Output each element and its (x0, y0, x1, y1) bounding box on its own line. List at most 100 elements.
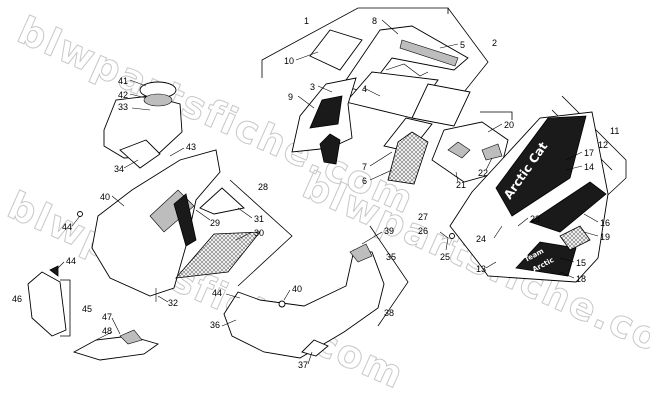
callout-4: 4 (362, 84, 367, 94)
side-panel-decal (495, 115, 587, 217)
leader-9 (297, 95, 315, 109)
hood-duct (319, 133, 341, 165)
leader-23 (517, 217, 529, 227)
nose-pan (223, 249, 385, 359)
leader-14 (565, 165, 583, 171)
callout-42: 42 (118, 90, 128, 100)
callout-20: 20 (504, 120, 514, 130)
callout-23: 23 (530, 214, 540, 224)
callout-26: 26 (418, 226, 428, 236)
leader-33 (131, 107, 151, 111)
leader-32 (157, 295, 169, 303)
callout-31: 31 (254, 214, 264, 224)
nose-pan-assembly (223, 225, 409, 359)
leader-47 (111, 317, 121, 335)
dash-mesh-panel (387, 131, 429, 185)
callout-8: 8 (372, 16, 377, 26)
callout-35: 35 (386, 252, 396, 262)
intake-duct (119, 139, 161, 169)
callout-15: 15 (576, 258, 586, 268)
callout-17: 17 (584, 148, 594, 158)
leader-44a (71, 215, 81, 227)
leader-20 (487, 123, 503, 133)
lower-deflector (72, 335, 160, 361)
side-vent-mesh (559, 225, 591, 251)
bracket-35 (369, 225, 409, 327)
pod-switch (481, 143, 503, 161)
leader-41 (129, 79, 147, 87)
leader-44c (55, 261, 65, 271)
callout-25: 25 (440, 252, 450, 262)
callout-40-nose: 40 (292, 284, 302, 294)
callout-24: 24 (476, 234, 486, 244)
leader-36 (221, 319, 237, 327)
callout-6: 6 (362, 176, 367, 186)
leader-31 (237, 207, 253, 219)
hood-vent (309, 95, 343, 129)
leader-6 (369, 169, 393, 181)
callout-13: 13 (476, 264, 486, 274)
leader-10 (295, 51, 319, 61)
callout-37: 37 (298, 360, 308, 370)
leader-24 (493, 225, 503, 239)
pod-gauge (447, 141, 471, 159)
deflector-clip (119, 329, 143, 345)
leader-5 (439, 43, 459, 49)
bracket-28 (229, 179, 293, 287)
grommet (278, 300, 286, 308)
callout-9: 9 (288, 92, 293, 102)
instrument-pod (431, 121, 509, 183)
fastener-washer (449, 233, 455, 239)
leader-19 (583, 231, 599, 237)
leader-44b (225, 293, 241, 299)
callout-21: 21 (456, 180, 466, 190)
callout-29: 29 (210, 218, 220, 228)
screw-head (77, 211, 83, 217)
leader-15 (559, 257, 575, 263)
leader-lines (55, 19, 599, 365)
leader-29 (195, 209, 211, 221)
leader-17 (565, 151, 583, 161)
leader-43 (169, 147, 185, 157)
rivet (439, 231, 449, 251)
side-shield (27, 271, 67, 337)
leader-37 (307, 351, 313, 365)
callout-44-belly: 44 (62, 222, 72, 232)
callout-19: 19 (600, 232, 610, 242)
callout-34: 34 (114, 164, 124, 174)
leader-34 (123, 159, 139, 169)
callout-44-nose: 44 (212, 288, 222, 298)
windshield-trim-strip (399, 39, 459, 67)
callout-38: 38 (384, 308, 394, 318)
windscreen-right-panel (411, 83, 471, 127)
side-panel-lower-decal (515, 241, 577, 277)
callout-47: 47 (102, 312, 112, 322)
callout-27: 27 (418, 212, 428, 222)
side-panel-stripe (529, 181, 607, 233)
air-intake-housing (103, 95, 183, 159)
intake-ring-inner (143, 93, 173, 107)
leader-4 (363, 87, 381, 97)
leader-18 (559, 271, 575, 279)
windscreen-center-panel (345, 71, 439, 119)
bracket-45 (60, 279, 71, 337)
cable (385, 63, 429, 77)
leader-48 (95, 331, 113, 341)
callout-16: 16 (600, 218, 610, 228)
callout-43: 43 (186, 142, 196, 152)
leader-42 (129, 93, 147, 99)
windshield-assembly (261, 7, 489, 185)
callout-2: 2 (492, 38, 497, 48)
small-windscreen-panel (309, 29, 363, 71)
callout-10: 10 (284, 56, 294, 66)
callout-7: 7 (362, 162, 367, 172)
callout-46: 46 (12, 294, 22, 304)
belly-pan-bracket (173, 193, 197, 247)
callout-44-shield: 44 (66, 256, 76, 266)
callout-22: 22 (478, 168, 488, 178)
callout-labels: 1 2 3 4 5 6 7 8 9 10 11 12 13 14 15 16 1… (12, 16, 619, 370)
bracket-13 (480, 111, 513, 120)
leader-7 (369, 151, 393, 167)
leader-40a (111, 195, 125, 207)
